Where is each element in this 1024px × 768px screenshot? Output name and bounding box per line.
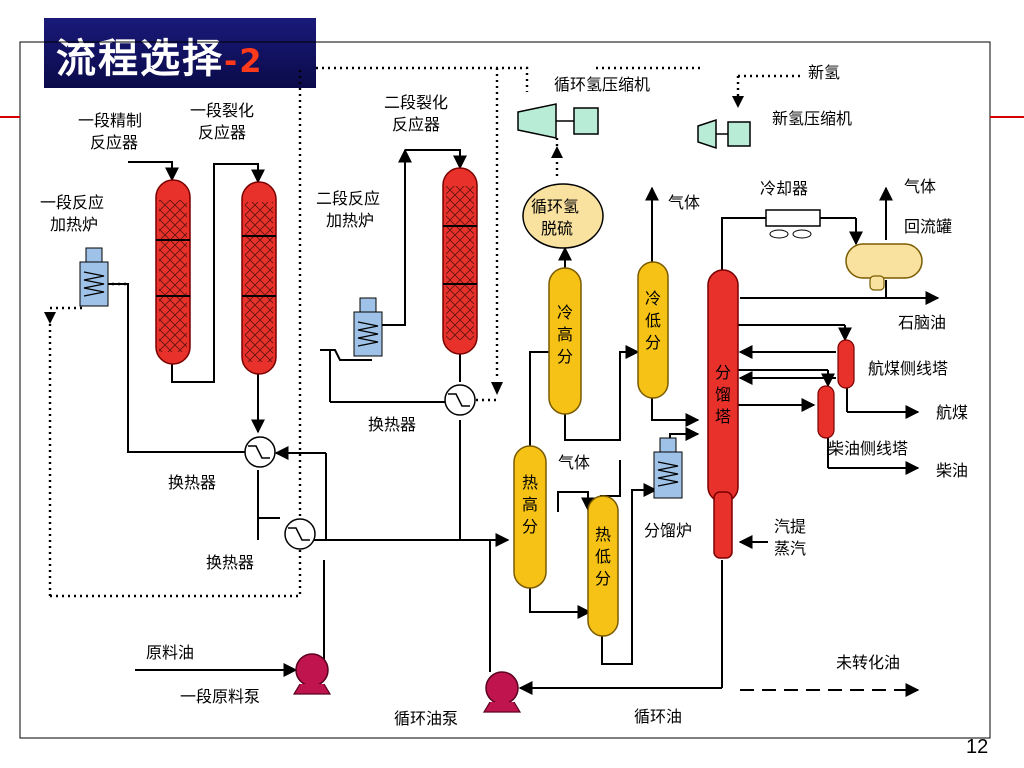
label-hot-hp-1: 热	[522, 473, 538, 492]
reactor-2	[442, 167, 478, 355]
label-hot-lp-1: 热	[595, 525, 611, 544]
label-cold-lp-2: 低	[645, 311, 661, 330]
label-hx-a: 换热器	[168, 473, 216, 492]
label-feed-oil: 原料油	[146, 643, 194, 662]
label-gas-right: 气体	[904, 177, 936, 196]
hot-lp-separator	[587, 495, 619, 637]
title-main: 流程选择	[56, 36, 224, 82]
label-frac-2: 馏	[715, 385, 731, 404]
furnace-2-icon	[353, 297, 383, 357]
label-diesel-stripper: 柴油侧线塔	[828, 439, 908, 458]
label-reactor1b-l1: 一段裂化	[190, 101, 254, 120]
label-cold-lp-3: 分	[645, 333, 661, 352]
recycle-pump-icon	[482, 671, 522, 713]
frac-furnace-icon	[653, 437, 683, 499]
recycle-h2-desulfurizer	[522, 183, 604, 249]
cold-lp-separator	[637, 261, 669, 399]
dotted-arrow-newh2	[732, 96, 744, 108]
label-gas-top: 气体	[668, 193, 700, 212]
label-reflux-drum: 回流罐	[904, 217, 952, 236]
label-cooler: 冷却器	[760, 179, 808, 198]
label-diesel: 柴油	[936, 461, 968, 480]
label-recycle-compressor: 循环氢压缩机	[554, 75, 650, 94]
label-steam-l2: 蒸汽	[774, 539, 806, 558]
title-suffix: -2	[224, 42, 264, 80]
label-recycle-pump: 循环油泵	[394, 709, 458, 728]
label-hot-hp-3: 分	[522, 517, 538, 536]
label-frac-furnace: 分馏炉	[644, 521, 692, 540]
dotted-arrow-desulf	[551, 146, 563, 158]
label-hot-hp-2: 高	[522, 495, 538, 514]
heat-exchanger-c-icon	[444, 384, 476, 416]
page-number: 12	[966, 736, 989, 758]
label-furnace2-l2: 加热炉	[326, 211, 374, 230]
furnace-1-icon	[79, 247, 109, 307]
label-furnace1-l1: 一段反应	[40, 193, 104, 212]
label-cold-hp-2: 高	[557, 325, 573, 344]
diesel-stripper	[817, 385, 835, 439]
jet-stripper	[837, 339, 855, 389]
label-naphtha: 石脑油	[898, 313, 946, 332]
label-furnace1-l2: 加热炉	[50, 215, 98, 234]
label-gas-mid: 气体	[558, 453, 590, 472]
title-banner	[44, 18, 316, 88]
label-reactor1a-l1: 一段精制	[78, 111, 142, 130]
label-furnace2-l1: 二段反应	[316, 189, 380, 208]
dotted-arrow-down	[491, 382, 503, 395]
label-reactor1b-l2: 反应器	[198, 123, 246, 142]
recycle-compressor-icon	[517, 103, 599, 139]
cold-hp-separator	[548, 267, 582, 415]
label-hot-lp-2: 低	[595, 547, 611, 566]
label-steam-l1: 汽提	[774, 517, 806, 536]
label-cold-hp-3: 分	[557, 347, 573, 366]
new-h2-compressor-icon	[697, 118, 751, 150]
label-desulf-l1: 循环氢	[531, 197, 579, 216]
label-jet-stripper: 航煤侧线塔	[868, 359, 948, 378]
label-hot-lp-3: 分	[595, 569, 611, 588]
heat-exchanger-a-icon	[244, 436, 276, 468]
label-reactor2-l2: 反应器	[392, 115, 440, 134]
label-hx-b: 换热器	[206, 553, 254, 572]
label-frac-3: 塔	[715, 407, 731, 426]
dotted-arrow-up	[44, 312, 56, 324]
label-frac-1: 分	[715, 363, 731, 382]
reactor-1a	[155, 179, 191, 365]
label-feed-pump: 一段原料泵	[180, 687, 260, 706]
cooler-icon	[765, 209, 821, 239]
fractionator-column	[707, 269, 739, 559]
label-new-h2-compressor: 新氢压缩机	[772, 109, 852, 128]
label-reactor2-l1: 二段裂化	[384, 93, 448, 112]
diagram-frame	[19, 41, 991, 739]
label-reactor1a-l2: 反应器	[90, 133, 138, 152]
label-new-h2: 新氢	[808, 63, 840, 82]
label-jet-fuel: 航煤	[936, 403, 968, 422]
label-cold-hp-1: 冷	[557, 303, 573, 322]
reflux-drum	[845, 243, 923, 291]
label-cold-lp-1: 冷	[645, 289, 661, 308]
label-unconverted: 未转化油	[836, 653, 900, 672]
label-hx-c: 换热器	[368, 415, 416, 434]
feed-pump-icon	[292, 653, 332, 695]
label-recycle-oil: 循环油	[634, 707, 682, 726]
label-desulf-l2: 脱硫	[541, 219, 573, 238]
heat-exchanger-b-icon	[284, 518, 316, 550]
reactor-1b	[241, 181, 277, 375]
hot-hp-separator	[513, 445, 547, 589]
page-title: 流程选择-2	[56, 26, 264, 84]
